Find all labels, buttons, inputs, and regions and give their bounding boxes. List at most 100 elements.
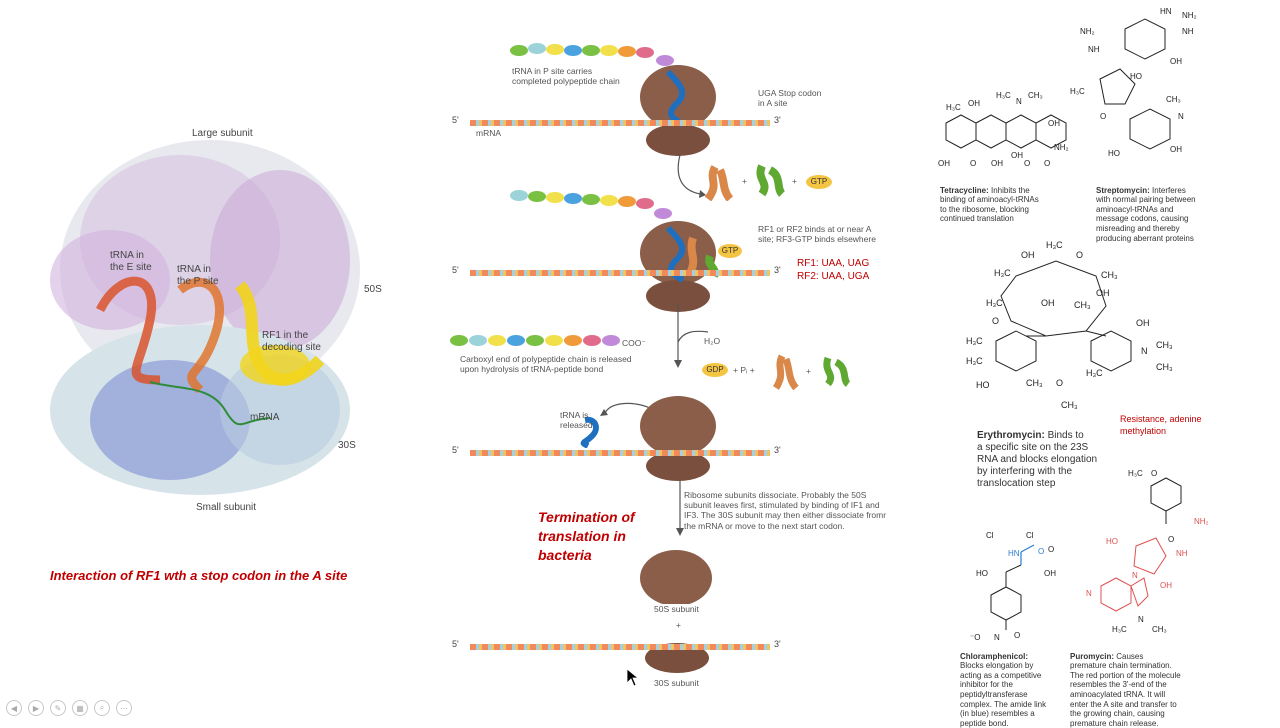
svg-text:CH₃: CH₃: [1028, 91, 1043, 100]
svg-text:OH: OH: [1160, 581, 1172, 590]
previous-slide-button[interactable]: ◀: [6, 700, 22, 716]
step2-bound-gtp: GTP: [718, 244, 742, 258]
step3-carboxyl-text: Carboxyl end of polypeptide chain is rel…: [460, 354, 632, 375]
arrow-right-icon: ▶: [32, 703, 40, 713]
mouse-cursor-icon: [626, 668, 640, 687]
label-50s: 50S: [364, 284, 382, 295]
step5-plus: +: [676, 620, 681, 630]
svg-text:O: O: [1024, 159, 1030, 168]
puromycin-caption: Puromycin: Causes premature chain termin…: [1070, 642, 1220, 728]
step-arrow-1: [677, 154, 706, 198]
svg-text:OH: OH: [1170, 145, 1182, 154]
svg-text:OH: OH: [1011, 151, 1023, 160]
small-subunit-icon: [645, 643, 709, 673]
svg-text:NH: NH: [1176, 549, 1188, 558]
ellipsis-icon: ⋯: [120, 703, 128, 713]
svg-text:OH: OH: [1136, 318, 1150, 328]
svg-text:N: N: [994, 633, 1000, 642]
step5-mrna: [470, 644, 770, 650]
label-small-subunit: Small subunit: [196, 502, 257, 513]
svg-text:NH₂: NH₂: [1080, 27, 1095, 36]
streptomycin-name: Streptomycin:: [1096, 185, 1150, 195]
svg-text:O: O: [992, 316, 999, 326]
svg-text:Cl: Cl: [986, 531, 994, 540]
svg-text:O: O: [1048, 545, 1054, 554]
step3-pi: + Pᵢ +: [733, 365, 755, 375]
ribosome-structure-illustration: [50, 140, 360, 495]
step3-h2o: H₂O: [704, 336, 721, 346]
erythromycin-caption: Erythromycin: Binds to a specific site o…: [977, 418, 1127, 490]
puromycin-name: Puromycin:: [1070, 651, 1115, 661]
svg-text:CH₃: CH₃: [1166, 95, 1181, 104]
tetracycline-name: Tetracycline:: [940, 185, 989, 195]
all-slides-button[interactable]: ▦: [72, 700, 88, 716]
step2-mrna: [470, 270, 770, 276]
svg-text:H₃C: H₃C: [994, 268, 1011, 278]
step1-3prime: 3': [774, 115, 781, 125]
streptomycin-desc: Interferes with normal pairing between a…: [1096, 185, 1196, 243]
svg-text:O: O: [1044, 159, 1050, 168]
step3-released-chain: [450, 335, 650, 349]
step5-dissociate-text: Ribosome subunits dissociate. Probably t…: [684, 490, 887, 531]
chloramphenicol-desc: Blocks elongation by acting as a competi…: [960, 661, 1047, 728]
step2-polypeptide-chain: [510, 188, 680, 219]
svg-text:O: O: [1056, 378, 1063, 388]
pen-tool-button[interactable]: ✎: [50, 700, 66, 716]
label-rf1-decoding-site: RF1 in the decoding site: [262, 330, 321, 353]
step1-mrna-label: mRNA: [476, 128, 502, 138]
step1-ribosome: [638, 62, 718, 167]
step5-30s-label: 30S subunit: [654, 678, 699, 688]
label-mrna: mRNA: [250, 412, 280, 423]
svg-text:OH: OH: [938, 159, 950, 168]
zoom-button[interactable]: ⌕: [94, 700, 110, 716]
released-rf3-icon: [823, 356, 850, 387]
svg-text:OH: OH: [991, 159, 1003, 168]
large-subunit-icon: [640, 550, 712, 606]
svg-text:HO: HO: [976, 569, 988, 578]
svg-text:HO: HO: [1106, 537, 1118, 546]
svg-text:N: N: [1086, 589, 1092, 598]
step4-3prime: 3': [774, 445, 781, 455]
svg-text:H₃C: H₃C: [1086, 368, 1103, 378]
step5-30s-subunit: [642, 638, 712, 683]
svg-text:NH: NH: [1088, 45, 1100, 54]
plus-sign-2: +: [792, 176, 797, 186]
streptomycin-caption: Streptomycin: Interferes with normal pai…: [1096, 176, 1256, 243]
erythromycin-desc: Binds to a specific site on the 23S RNA …: [977, 430, 1098, 489]
svg-text:H₃C: H₃C: [1070, 87, 1085, 96]
plus-sign-1: +: [742, 176, 747, 186]
plus-sign-3: +: [806, 366, 811, 376]
step2-5prime: 5': [452, 265, 459, 275]
next-slide-button[interactable]: ▶: [28, 700, 44, 716]
svg-text:N: N: [1016, 97, 1022, 106]
tetracycline-caption: Tetracycline: Inhibits the binding of am…: [940, 176, 1080, 224]
ribosome-with-rf-icon: [640, 221, 719, 312]
svg-text:N: N: [1141, 346, 1148, 356]
chloramphenicol-caption: Chloramphenicol: Blocks elongation by ac…: [960, 642, 1080, 728]
svg-text:O: O: [970, 159, 976, 168]
label-large-subunit: Large subunit: [192, 128, 253, 139]
erythromycin-name: Erythromycin:: [977, 430, 1045, 441]
step4-5prime: 5': [452, 445, 459, 455]
svg-text:OH: OH: [968, 99, 980, 108]
svg-text:HO: HO: [1108, 149, 1120, 158]
tetracycline-desc: Inhibits the binding of aminoacyl-tRNAs …: [940, 185, 1039, 224]
presenter-toolbar: ◀ ▶ ✎ ▦ ⌕ ⋯: [6, 700, 132, 716]
step5-50s-subunit: [638, 548, 714, 609]
label-30s: 30S: [338, 440, 356, 451]
svg-text:N: N: [1132, 571, 1138, 580]
step1-trna-text: tRNA in P site carries completed polypep…: [512, 66, 620, 87]
svg-text:O: O: [1014, 631, 1020, 640]
step5-50s-label: 50S subunit: [654, 604, 699, 614]
more-options-button[interactable]: ⋯: [116, 700, 132, 716]
svg-text:HO: HO: [1130, 72, 1142, 81]
svg-text:H₃C: H₃C: [1112, 625, 1127, 634]
label-trna-p-site: tRNA in the P site: [177, 264, 219, 287]
left-caption: Interaction of RF1 wth a stop codon in t…: [50, 568, 348, 583]
svg-text:O: O: [1151, 469, 1157, 478]
label-trna-e-site: tRNA in the E site: [110, 250, 152, 273]
grid-icon: ▦: [76, 703, 84, 713]
svg-text:H₃C: H₃C: [966, 336, 983, 346]
